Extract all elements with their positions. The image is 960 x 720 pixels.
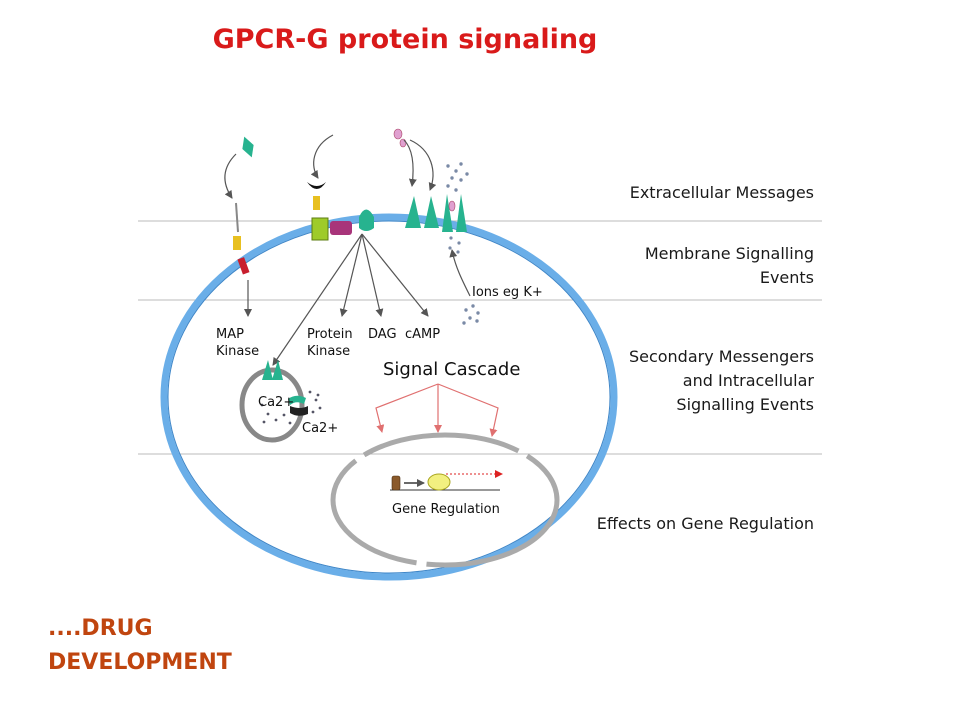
label-signal-cascade: Signal Cascade bbox=[383, 359, 520, 380]
ion-dots-extracellular bbox=[446, 162, 469, 192]
nucleus bbox=[330, 432, 560, 568]
arrow-ligand-in bbox=[310, 134, 334, 179]
page-title: GPCR-G protein signaling bbox=[212, 24, 598, 55]
label-ions: Ions eg K+ bbox=[472, 285, 543, 300]
arrow-to-camp bbox=[361, 233, 429, 317]
arrow-ligand-b bbox=[409, 139, 437, 191]
level-membrane: Membrane Signalling Events bbox=[645, 242, 814, 290]
level-extracellular-label: Extracellular Messages bbox=[629, 183, 814, 202]
label-dag: DAG bbox=[368, 327, 397, 342]
g-protein-purple bbox=[330, 221, 352, 235]
footer-line1: ....DRUG bbox=[48, 616, 153, 641]
vesicle-pump-upper bbox=[288, 395, 306, 405]
receptor-stalk bbox=[235, 202, 239, 233]
level-extracellular: Extracellular Messages bbox=[630, 181, 814, 205]
label-ca-outside: Ca2+ bbox=[302, 421, 338, 436]
receptor-g-protein bbox=[272, 134, 429, 366]
footer-drug-development: ....DRUG DEVELOPMENT bbox=[48, 612, 232, 680]
calcium-dots bbox=[260, 390, 322, 425]
arrow-ions-up bbox=[449, 249, 471, 297]
arrow-to-protein-kinase bbox=[339, 233, 363, 317]
effector-green bbox=[359, 209, 374, 231]
calcium-store-vesicle bbox=[239, 367, 305, 443]
receptor-lime-body bbox=[311, 217, 329, 241]
channel-subunit-b bbox=[424, 196, 439, 228]
gene-regulation-dna bbox=[390, 470, 503, 491]
vesicle-channel-icon bbox=[262, 360, 283, 380]
label-camp: cAMP bbox=[405, 327, 440, 342]
arrow-ligand-a bbox=[403, 139, 417, 187]
cell-membrane-inner bbox=[167, 220, 611, 574]
ligand-pink-3 bbox=[448, 200, 456, 212]
receptor-yellow-domain bbox=[233, 236, 241, 250]
level-gene-label: Effects on Gene Regulation bbox=[596, 514, 814, 533]
level-secondary-line3: Signalling Events bbox=[676, 395, 814, 414]
arrow-to-map bbox=[272, 233, 363, 366]
level-membrane-line2: Events bbox=[759, 268, 814, 287]
level-membrane-line1: Membrane Signalling bbox=[644, 244, 814, 263]
label-map-line2: Kinase bbox=[216, 344, 259, 359]
ligand-pink-2 bbox=[399, 138, 407, 148]
ligand-pink-1 bbox=[393, 128, 403, 140]
label-map-line1: MAP bbox=[216, 327, 244, 342]
signal-cascade-arrows bbox=[375, 383, 499, 437]
ion-dots-membrane bbox=[448, 236, 461, 254]
arrow-to-dag bbox=[361, 233, 384, 317]
label-gene-regulation: Gene Regulation bbox=[392, 502, 500, 517]
receptor-yellow-tag bbox=[313, 196, 320, 210]
level-secondary-line1: Secondary Messengers bbox=[628, 347, 814, 366]
label-pk-line2: Kinase bbox=[307, 344, 350, 359]
vesicle-pump-lower bbox=[290, 406, 308, 416]
ligand-diamond-icon bbox=[242, 136, 254, 158]
label-pk-line1: Protein bbox=[307, 327, 353, 342]
receptor-map-kinase bbox=[224, 136, 254, 317]
transcription-factor bbox=[427, 473, 451, 491]
cell-membrane bbox=[160, 213, 618, 581]
level-secondary: Secondary Messengers and Intracellular S… bbox=[629, 345, 814, 417]
arrow-ligand-to-receptor bbox=[224, 153, 237, 199]
level-secondary-line2: and Intracellular bbox=[682, 371, 814, 390]
channel-subunit-d bbox=[456, 194, 467, 232]
receptor-ion-channel bbox=[393, 128, 471, 297]
level-gene: Effects on Gene Regulation bbox=[597, 512, 814, 536]
channel-subunit-a bbox=[405, 196, 421, 228]
label-ca-inside: Ca2+ bbox=[258, 395, 294, 410]
ligand-crescent-icon bbox=[307, 182, 326, 189]
receptor-red-domain bbox=[237, 257, 250, 275]
channel-subunit-c bbox=[442, 194, 453, 232]
footer-line2: DEVELOPMENT bbox=[48, 650, 232, 675]
promoter-box bbox=[391, 475, 401, 491]
ion-dots-cytosol bbox=[462, 304, 480, 325]
